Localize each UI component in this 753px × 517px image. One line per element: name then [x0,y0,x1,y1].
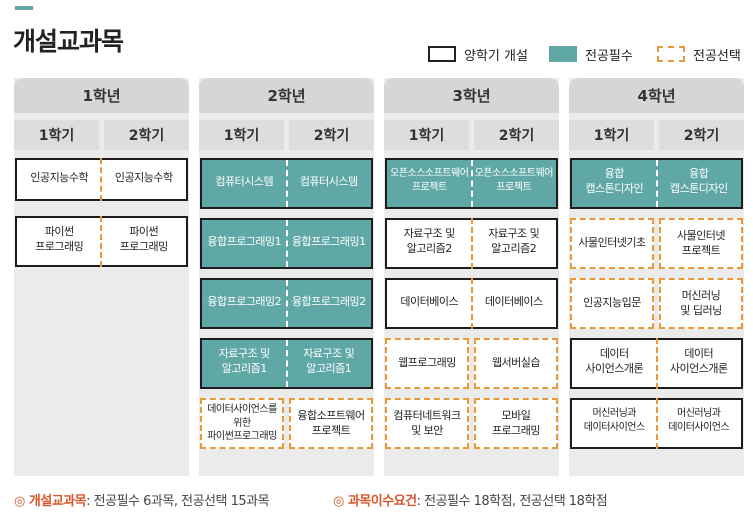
course-cell: 데이터사이언스를 위한 파이썬프로그래밍 [200,398,284,449]
course-sem2: 사물인터넷 프로젝트 [676,228,726,257]
year-column-4: 4학년 1학기 2학기 융합 캡스톤디자인 융합 캡스톤디자인 사물인터넷기초 … [569,78,744,476]
course-sem1: 데이터베이스 [400,295,459,308]
footer-right-text: : 전공필수 18학점, 전공선택 18학점 [416,494,608,509]
course-cell: 인공지능입문 [570,278,654,329]
semester-divider [656,398,658,449]
semester-divider [471,218,473,269]
footer-right-label: 과목이수요건 [347,494,417,509]
course-cell: 사물인터넷기초 [570,218,654,269]
course-cell: 융합소프트웨어 프로젝트 [289,398,373,449]
semester-divider [286,160,288,207]
course-cell: 머신러닝 및 딥러닝 [659,278,743,329]
semester-divider [100,216,102,267]
elective-swatch-icon [657,46,685,62]
semester-header-1: 1학기 [14,120,99,150]
legend-open-label: 양학기 개설 [464,48,528,64]
course-sem2: 모바일 프로그래밍 [491,408,541,437]
semester-header-1: 1학기 [384,120,469,150]
course-sem2: 오픈소스소프트웨어 프로젝트 [474,168,554,193]
course-cell: 모바일 프로그래밍 [474,398,558,449]
semester-header-2: 2학기 [474,120,559,150]
course-sem1: 융합프로그래밍1 [207,235,282,248]
course-sem1: 컴퓨터시스템 [215,175,274,188]
course-sem1: 융합프로그래밍2 [207,295,282,308]
course-sem1: 인공지능입문 [583,296,641,310]
year-column-2: 2학년 1학기 2학기 컴퓨터시스템 컴퓨터시스템 융합프로그래밍1 융합프로그… [199,78,374,476]
course-sem2: 융합프로그래밍1 [291,235,366,248]
semester-divider [100,158,102,201]
course-sem2: 융합소프트웨어 프로젝트 [297,408,365,437]
course-sem2: 융합 캡스톤디자인 [669,167,728,195]
required-swatch-icon [549,46,577,62]
course-sem1: 머신러닝과 데이터사이언스 [583,408,645,433]
course-cell: 웹서버실습 [474,338,558,389]
semester-header-2: 2학기 [659,120,744,150]
course-cell: 컴퓨터네트워크 및 보안 [385,398,469,449]
semester-divider [656,160,658,207]
course-sem2: 인공지능수학 [114,171,173,184]
footer-requirements: ◎과목이수요건: 전공필수 18학점, 전공선택 18학점 [333,490,608,509]
semester-header-1: 1학기 [569,120,654,150]
page-title: 개설교과목 [13,27,124,56]
course-sem2: 데이터베이스 [484,295,543,308]
course-sem1: 자료구조 및 알고리즘2 [403,227,456,255]
legend-elective: 전공선택 [657,44,741,64]
semester-divider [471,160,473,207]
year-header: 3학년 [384,78,559,113]
course-sem1: 파이썬 프로그래밍 [35,225,84,253]
year-header: 1학년 [14,78,189,113]
course-sem1: 사물인터넷기초 [578,236,646,250]
legend-open: 양학기 개설 [428,44,528,64]
semester-divider [286,340,288,387]
semester-divider [471,278,473,329]
legend-required: 전공필수 [549,44,633,64]
bullet-icon: ◎ [333,494,344,509]
year-column-3: 3학년 1학기 2학기 오픈소스소프트웨어 프로젝트 오픈소스소프트웨어 프로젝… [384,78,559,476]
course-cell: 사물인터넷 프로젝트 [659,218,743,269]
open-swatch-icon [428,46,456,62]
semester-divider [286,220,288,267]
course-sem2: 머신러닝과 데이터사이언스 [668,408,730,433]
semester-divider [286,280,288,327]
course-sem2: 자료구조 및 알고리즘1 [303,347,355,375]
legend-required-label: 전공필수 [585,48,633,64]
course-sem2: 데이터 사이언스개론 [669,347,728,375]
semester-header-1: 1학기 [199,120,284,150]
footer-left-text: : 전공필수 6과목, 전공선택 15과목 [86,494,270,509]
course-sem2: 융합프로그래밍2 [291,295,366,308]
title-accent-bar [15,6,33,10]
course-sem1: 자료구조 및 알고리즘1 [218,347,271,375]
year-header: 2학년 [199,78,374,113]
course-sem2: 파이썬 프로그래밍 [119,225,169,253]
course-sem1: 웹프로그래밍 [398,356,456,370]
course-sem1: 데이터사이언스를 위한 파이썬프로그래밍 [207,404,277,443]
year-header: 4학년 [569,78,744,113]
course-sem1: 인공지능수학 [30,171,89,184]
year-column-1: 1학년 1학기 2학기 인공지능수학 인공지능수학 파이썬 프로그래밍 파이썬 … [14,78,189,476]
semester-header-2: 2학기 [289,120,374,150]
footer-left-label: 개설교과목 [28,494,87,509]
bullet-icon: ◎ [14,494,25,509]
footer-course-count: ◎개설교과목: 전공필수 6과목, 전공선택 15과목 [14,490,270,509]
legend-elective-label: 전공선택 [693,48,741,64]
course-sem1: 데이터 사이언스개론 [585,347,644,375]
semester-header-2: 2학기 [104,120,189,150]
course-cell: 웹프로그래밍 [385,338,469,389]
course-sem1: 컴퓨터네트워크 및 보안 [393,408,461,437]
course-sem1: 융합 캡스톤디자인 [585,167,644,195]
course-sem2: 자료구조 및 알고리즘2 [488,227,540,255]
semester-divider [656,338,658,389]
course-sem2: 웹서버실습 [491,356,541,370]
course-sem2: 머신러닝 및 딥러닝 [680,288,722,317]
course-sem2: 컴퓨터시스템 [299,175,358,188]
course-sem1: 오픈소스소프트웨어 프로젝트 [390,168,469,193]
